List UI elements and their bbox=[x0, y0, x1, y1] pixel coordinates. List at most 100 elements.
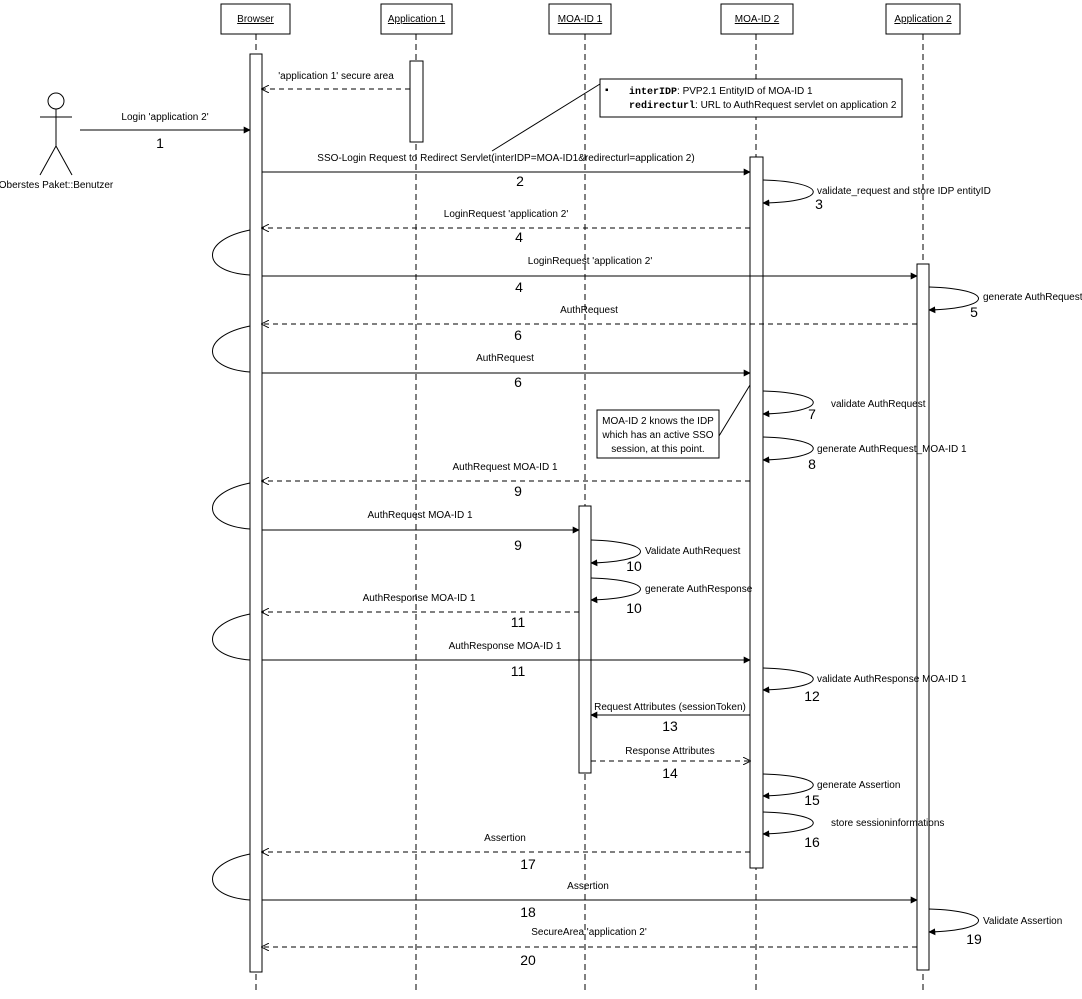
lifeline-application-2-label: Application 2 bbox=[894, 14, 952, 25]
message-label: Assertion bbox=[567, 881, 609, 892]
activation-moa-id-2 bbox=[749, 156, 764, 869]
message-number: 3 bbox=[815, 196, 823, 212]
browser-redirect-loop bbox=[212, 613, 251, 661]
message-number: 5 bbox=[970, 304, 978, 320]
message-number: 17 bbox=[520, 856, 536, 872]
message-authrequest-return: AuthRequest 6 bbox=[262, 305, 917, 343]
message-number: 9 bbox=[514, 537, 522, 553]
message-number: 20 bbox=[520, 952, 536, 968]
activation-application-2 bbox=[916, 263, 930, 971]
self-message-generate-assertion: generate Assertion 15 bbox=[762, 773, 900, 808]
message-assertion-return: Assertion 17 bbox=[262, 833, 750, 872]
self-message-validate-request: validate_request and store IDP entityID … bbox=[762, 179, 991, 212]
message-number: 13 bbox=[662, 718, 678, 734]
lifeline-application-1: Application 1 bbox=[380, 3, 453, 994]
message-label: validate AuthResponse MOA-ID 1 bbox=[817, 674, 967, 685]
message-number: 7 bbox=[808, 406, 816, 422]
actor-name: Oberstes Paket::Benutzer bbox=[0, 180, 114, 191]
lifeline-moa-id-1-label: MOA-ID 1 bbox=[558, 14, 603, 25]
note-redirecturl: redirecturl: URL to AuthRequest servlet … bbox=[629, 100, 897, 112]
lifeline-browser-label: Browser bbox=[237, 14, 274, 25]
message-number: 4 bbox=[515, 279, 523, 295]
message-number: 4 bbox=[515, 229, 523, 245]
message-application-1-secure-area: 'application 1' secure area bbox=[262, 71, 410, 89]
activation-moa-id-1 bbox=[578, 505, 592, 774]
message-label: LoginRequest 'application 2' bbox=[444, 209, 569, 220]
lifeline-application-1-label: Application 1 bbox=[388, 14, 446, 25]
note-interidp-text: : PVP2.1 EntityID of MOA-ID 1 bbox=[677, 86, 813, 97]
message-label: AuthRequest bbox=[476, 353, 534, 364]
message-label: Validate Assertion bbox=[983, 916, 1062, 927]
browser-redirect-loop bbox=[212, 482, 251, 530]
message-authrequest-to-moa-id-2: AuthRequest 6 bbox=[262, 353, 751, 390]
message-authrequest-to-moa-id-1: AuthRequest MOA-ID 1 9 bbox=[262, 510, 580, 553]
activation-application-1 bbox=[409, 60, 424, 143]
message-label: SecureArea 'application 2' bbox=[531, 927, 647, 938]
note-sso-line-3: session, at this point. bbox=[611, 444, 704, 455]
message-number: 14 bbox=[662, 765, 678, 781]
message-number: 16 bbox=[804, 834, 820, 850]
message-number: 10 bbox=[626, 558, 642, 574]
message-number: 11 bbox=[511, 614, 526, 630]
message-number: 8 bbox=[808, 456, 816, 472]
message-label: LoginRequest 'application 2' bbox=[528, 256, 653, 267]
message-label: store sessioninformations bbox=[831, 818, 944, 829]
message-label: validate AuthRequest bbox=[831, 399, 926, 410]
message-label: generate AuthResponse bbox=[645, 584, 753, 595]
message-number: 10 bbox=[626, 600, 642, 616]
message-label: 'application 1' secure area bbox=[278, 71, 394, 82]
message-login-application-2: Login 'application 2' 1 bbox=[80, 112, 251, 151]
self-message-generate-authrequest: generate AuthRequest 5 bbox=[928, 286, 1082, 320]
actor-benutzer: Oberstes Paket::Benutzer bbox=[0, 92, 114, 191]
message-number: 12 bbox=[804, 688, 820, 704]
message-label: AuthRequest bbox=[560, 305, 618, 316]
message-label: generate AuthRequest bbox=[983, 292, 1082, 303]
message-number: 6 bbox=[514, 374, 522, 390]
note-bullet: ▪ bbox=[605, 85, 609, 96]
message-number: 9 bbox=[514, 483, 522, 499]
message-number: 15 bbox=[804, 792, 820, 808]
message-authrequest-moa-id-1-return: AuthRequest MOA-ID 1 9 bbox=[262, 462, 750, 499]
message-label: Login 'application 2' bbox=[121, 112, 208, 123]
self-message-validate-authresponse: validate AuthResponse MOA-ID 1 12 bbox=[762, 667, 967, 704]
note-parameters: ▪ interIDP: PVP2.1 EntityID of MOA-ID 1 … bbox=[491, 78, 903, 152]
message-label: SSO-Login Request to Redirect Servlet(in… bbox=[317, 153, 694, 164]
message-label: AuthResponse MOA-ID 1 bbox=[363, 593, 476, 604]
message-label: AuthRequest MOA-ID 1 bbox=[367, 510, 472, 521]
message-number: 19 bbox=[966, 931, 982, 947]
message-number: 18 bbox=[520, 904, 536, 920]
lifeline-moa-id-2-label: MOA-ID 2 bbox=[735, 14, 780, 25]
message-label: Request Attributes (sessionToken) bbox=[594, 702, 746, 713]
message-label: AuthResponse MOA-ID 1 bbox=[449, 641, 562, 652]
browser-redirect-loop bbox=[212, 325, 251, 373]
note-interidp-key: interIDP bbox=[629, 86, 677, 98]
stick-figure-icon bbox=[39, 92, 73, 176]
message-number: 1 bbox=[156, 135, 164, 151]
message-securearea-application-2: SecureArea 'application 2' 20 bbox=[262, 927, 917, 968]
message-label: generate Assertion bbox=[817, 780, 900, 791]
self-message-validate-authrequest: validate AuthRequest 7 bbox=[762, 390, 926, 422]
message-loginrequest-to-application-2: LoginRequest 'application 2' 4 bbox=[262, 256, 918, 295]
message-loginrequest-return: LoginRequest 'application 2' 4 bbox=[262, 209, 750, 245]
message-number: 2 bbox=[516, 173, 524, 189]
message-label: Validate AuthRequest bbox=[645, 546, 741, 557]
browser-redirect-loop bbox=[212, 229, 251, 276]
self-message-generate-authrequest-moa-id-1: generate AuthRequest_MOA-ID 1 8 bbox=[762, 436, 967, 472]
message-number: 6 bbox=[514, 327, 522, 343]
note-sso-line-2: which has an active SSO bbox=[601, 430, 713, 441]
note-redirect-text: : URL to AuthRequest servlet on applicat… bbox=[695, 100, 897, 111]
message-request-attributes: Request Attributes (sessionToken) 13 bbox=[590, 702, 750, 734]
message-authresponse-to-moa-id-2: AuthResponse MOA-ID 1 11 bbox=[262, 641, 751, 679]
self-message-store-sessioninformations: store sessioninformations 16 bbox=[762, 811, 944, 850]
message-label: AuthRequest MOA-ID 1 bbox=[452, 462, 557, 473]
note-interidp: interIDP: PVP2.1 EntityID of MOA-ID 1 bbox=[629, 86, 813, 98]
note-sso-line-1: MOA-ID 2 knows the IDP bbox=[602, 416, 714, 427]
message-number: 11 bbox=[511, 663, 526, 679]
activation-browser bbox=[249, 53, 263, 973]
message-authresponse-return: AuthResponse MOA-ID 1 11 bbox=[262, 593, 579, 630]
message-sso-login-request: SSO-Login Request to Redirect Servlet(in… bbox=[262, 153, 751, 189]
self-message-validate-assertion: Validate Assertion 19 bbox=[928, 908, 1062, 947]
message-response-attributes: Response Attributes 14 bbox=[591, 746, 750, 781]
